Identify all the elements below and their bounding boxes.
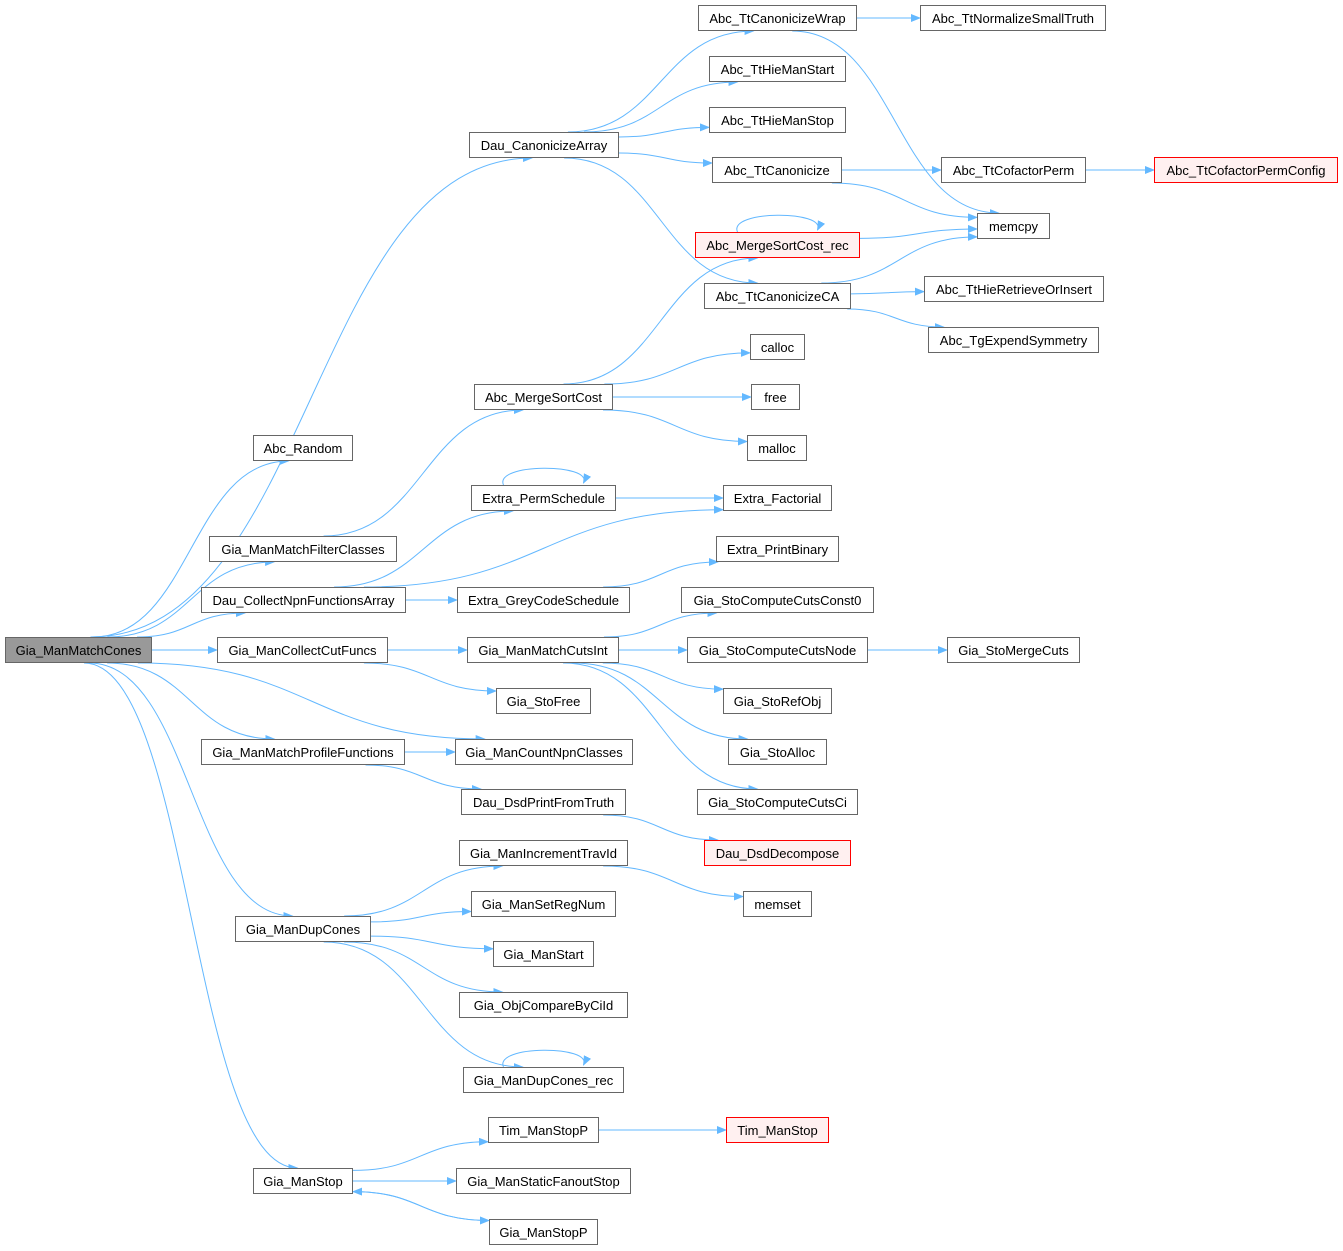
node-gia-sto-alloc[interactable]: Gia_StoAlloc	[728, 739, 827, 765]
edge-dau-dsd-print-from-truth-to-dau-dsd-decompose	[603, 814, 719, 844]
edge-gia-man-dup-cones-to-gia-obj-compare-by-ci-id	[344, 941, 504, 996]
node-dau-dsd-decompose[interactable]: Dau_DsdDecompose	[704, 840, 851, 866]
edge-gia-man-match-cones-to-gia-man-match-profile-functions	[107, 662, 276, 743]
node-abc-tt-cofactor-perm-config[interactable]: Abc_TtCofactorPermConfig	[1154, 157, 1338, 183]
node-extra-perm-schedule[interactable]: Extra_PermSchedule	[471, 485, 616, 511]
node-gia-man-dup-cones-rec[interactable]: Gia_ManDupCones_rec	[463, 1067, 624, 1093]
node-gia-man-increment-trav-id[interactable]: Gia_ManIncrementTravId	[459, 840, 628, 866]
edge-abc-tt-canonicize-ca-to-abc-tg-expend-symmetry	[847, 308, 945, 331]
node-free[interactable]: free	[751, 384, 800, 410]
node-memcpy[interactable]: memcpy	[977, 213, 1050, 239]
node-tim-man-stop[interactable]: Tim_ManStop	[726, 1117, 829, 1143]
edge-abc-tt-canonicize-wrap-to-memcpy	[792, 30, 1000, 217]
edge-gia-man-dup-cones-rec-to-gia-man-dup-cones-rec	[502, 1049, 592, 1068]
node-gia-sto-free[interactable]: Gia_StoFree	[496, 688, 591, 714]
edge-abc-merge-sort-cost-rec-to-memcpy	[859, 224, 978, 239]
edge-gia-man-match-cones-to-gia-man-match-filter-classes	[107, 558, 276, 638]
edge-gia-man-match-cones-to-abc-random	[92, 457, 290, 638]
node-gia-man-match-profile-functions[interactable]: Gia_ManMatchProfileFunctions	[201, 739, 405, 765]
node-abc-random[interactable]: Abc_Random	[253, 435, 353, 461]
edge-abc-tt-canonicize-ca-to-memcpy	[821, 232, 978, 284]
edge-dau-canonicize-array-to-abc-tt-canonicize	[618, 152, 713, 168]
edge-dau-canonicize-array-to-abc-tt-canonicize-ca	[564, 157, 759, 287]
edge-extra-perm-schedule-to-extra-perm-schedule	[502, 467, 592, 486]
edge-gia-man-match-cuts-int-to-gia-sto-ref-obj	[602, 662, 724, 694]
node-dau-collect-npn-functions-array[interactable]: Dau_CollectNpnFunctionsArray	[201, 587, 406, 613]
node-abc-tt-canonicize-wrap[interactable]: Abc_TtCanonicizeWrap	[698, 5, 857, 31]
node-gia-man-match-cones[interactable]: Gia_ManMatchCones	[5, 637, 152, 663]
edge-gia-man-match-cones-to-gia-man-dup-cones	[88, 662, 294, 920]
edge-abc-merge-sort-cost-rec-to-abc-merge-sort-cost-rec	[736, 214, 826, 233]
node-gia-man-static-fanout-stop[interactable]: Gia_ManStaticFanoutStop	[456, 1168, 631, 1194]
node-abc-merge-sort-cost[interactable]: Abc_MergeSortCost	[474, 384, 613, 410]
edge-gia-man-stop-p-to-gia-man-stop	[352, 1187, 490, 1221]
node-extra-factorial[interactable]: Extra_Factorial	[723, 485, 832, 511]
edge-gia-man-dup-cones-to-gia-man-start	[370, 935, 494, 953]
edge-abc-tt-canonicize-ca-to-abc-tt-hie-retrieve-or-insert	[850, 287, 925, 296]
edge-gia-man-match-cones-to-gia-man-count-npn-classes	[137, 662, 486, 743]
node-gia-man-match-filter-classes[interactable]: Gia_ManMatchFilterClasses	[209, 536, 397, 562]
node-gia-man-collect-cut-funcs[interactable]: Gia_ManCollectCutFuncs	[217, 637, 388, 663]
edge-abc-merge-sort-cost-to-calloc	[604, 348, 751, 385]
node-gia-man-start[interactable]: Gia_ManStart	[493, 941, 594, 967]
edge-gia-man-dup-cones-to-gia-man-set-reg-num	[370, 907, 472, 923]
node-gia-man-count-npn-classes[interactable]: Gia_ManCountNpnClasses	[455, 739, 633, 765]
node-abc-merge-sort-cost-rec[interactable]: Abc_MergeSortCost_rec	[695, 232, 860, 258]
edge-gia-man-match-filter-classes-to-abc-merge-sort-cost	[323, 406, 524, 537]
node-gia-sto-ref-obj[interactable]: Gia_StoRefObj	[723, 688, 832, 714]
node-abc-tg-expend-symmetry[interactable]: Abc_TgExpendSymmetry	[928, 327, 1099, 353]
edge-gia-man-match-cones-to-dau-collect-npn-functions-array	[136, 609, 246, 638]
node-calloc[interactable]: calloc	[750, 334, 805, 360]
node-abc-tt-canonicize[interactable]: Abc_TtCanonicize	[712, 157, 842, 183]
edge-gia-man-collect-cut-funcs-to-gia-sto-free	[363, 662, 497, 695]
node-abc-tt-canonicize-ca[interactable]: Abc_TtCanonicizeCA	[704, 283, 851, 309]
edge-abc-merge-sort-cost-to-malloc	[603, 409, 748, 446]
node-gia-man-dup-cones[interactable]: Gia_ManDupCones	[235, 916, 371, 942]
node-abc-tt-cofactor-perm[interactable]: Abc_TtCofactorPerm	[941, 157, 1086, 183]
node-gia-obj-compare-by-ci-id[interactable]: Gia_ObjCompareByCiId	[459, 992, 628, 1018]
edge-gia-man-stop-to-tim-man-stop-p	[352, 1137, 489, 1171]
edge-dau-collect-npn-functions-array-to-extra-perm-schedule	[334, 507, 514, 588]
node-gia-sto-compute-cuts-const0[interactable]: Gia_StoComputeCutsConst0	[681, 587, 874, 613]
node-tim-man-stop-p[interactable]: Tim_ManStopP	[488, 1117, 599, 1143]
node-abc-tt-hie-man-start[interactable]: Abc_TtHieManStart	[709, 56, 846, 82]
node-abc-tt-normalize-small-truth[interactable]: Abc_TtNormalizeSmallTruth	[920, 5, 1106, 31]
edge-abc-merge-sort-cost-to-abc-merge-sort-cost-rec	[563, 254, 759, 385]
edge-dau-collect-npn-functions-array-to-extra-factorial	[363, 505, 724, 588]
node-dau-dsd-print-from-truth[interactable]: Dau_DsdPrintFromTruth	[461, 789, 626, 815]
node-gia-man-match-cuts-int[interactable]: Gia_ManMatchCutsInt	[467, 637, 619, 663]
node-gia-sto-compute-cuts-node[interactable]: Gia_StoComputeCutsNode	[687, 637, 868, 663]
edge-gia-man-match-cuts-int-to-gia-sto-alloc	[572, 662, 749, 743]
node-abc-tt-hie-retrieve-or-insert[interactable]: Abc_TtHieRetrieveOrInsert	[924, 276, 1104, 302]
node-abc-tt-hie-man-stop[interactable]: Abc_TtHieManStop	[709, 107, 846, 133]
node-extra-grey-code-schedule[interactable]: Extra_GreyCodeSchedule	[457, 587, 630, 613]
node-gia-man-stop[interactable]: Gia_ManStop	[253, 1168, 353, 1194]
node-gia-sto-merge-cuts[interactable]: Gia_StoMergeCuts	[947, 637, 1080, 663]
edge-gia-man-increment-trav-id-to-memset	[603, 865, 744, 901]
edge-gia-man-match-cuts-int-to-gia-sto-compute-cuts-ci	[563, 662, 759, 793]
edge-gia-man-match-cuts-int-to-gia-sto-compute-cuts-const0	[603, 609, 718, 638]
edge-extra-grey-code-schedule-to-extra-print-binary	[603, 558, 719, 588]
node-gia-man-set-reg-num[interactable]: Gia_ManSetRegNum	[471, 891, 616, 917]
edge-abc-tt-canonicize-to-memcpy	[831, 182, 978, 222]
edge-dau-canonicize-array-to-abc-tt-hie-man-start	[583, 78, 739, 133]
edge-gia-man-dup-cones-to-gia-man-dup-cones-rec	[323, 941, 524, 1071]
node-gia-man-stop-p[interactable]: Gia_ManStopP	[489, 1219, 598, 1245]
edge-gia-man-match-profile-functions-to-dau-dsd-print-from-truth	[365, 764, 482, 793]
edge-dau-canonicize-array-to-abc-tt-canonicize-wrap	[567, 27, 755, 133]
edge-gia-man-match-cones-to-gia-man-stop	[83, 662, 299, 1172]
node-malloc[interactable]: malloc	[747, 435, 807, 461]
node-extra-print-binary[interactable]: Extra_PrintBinary	[716, 536, 839, 562]
edge-gia-man-match-cones-to-dau-canonicize-array	[90, 154, 534, 638]
edge-dau-canonicize-array-to-abc-tt-hie-man-stop	[618, 123, 710, 138]
node-gia-sto-compute-cuts-ci[interactable]: Gia_StoComputeCutsCi	[697, 789, 858, 815]
edge-gia-man-dup-cones-to-gia-man-increment-trav-id	[344, 862, 504, 917]
node-dau-canonicize-array[interactable]: Dau_CanonicizeArray	[469, 132, 619, 158]
node-memset[interactable]: memset	[743, 891, 812, 917]
